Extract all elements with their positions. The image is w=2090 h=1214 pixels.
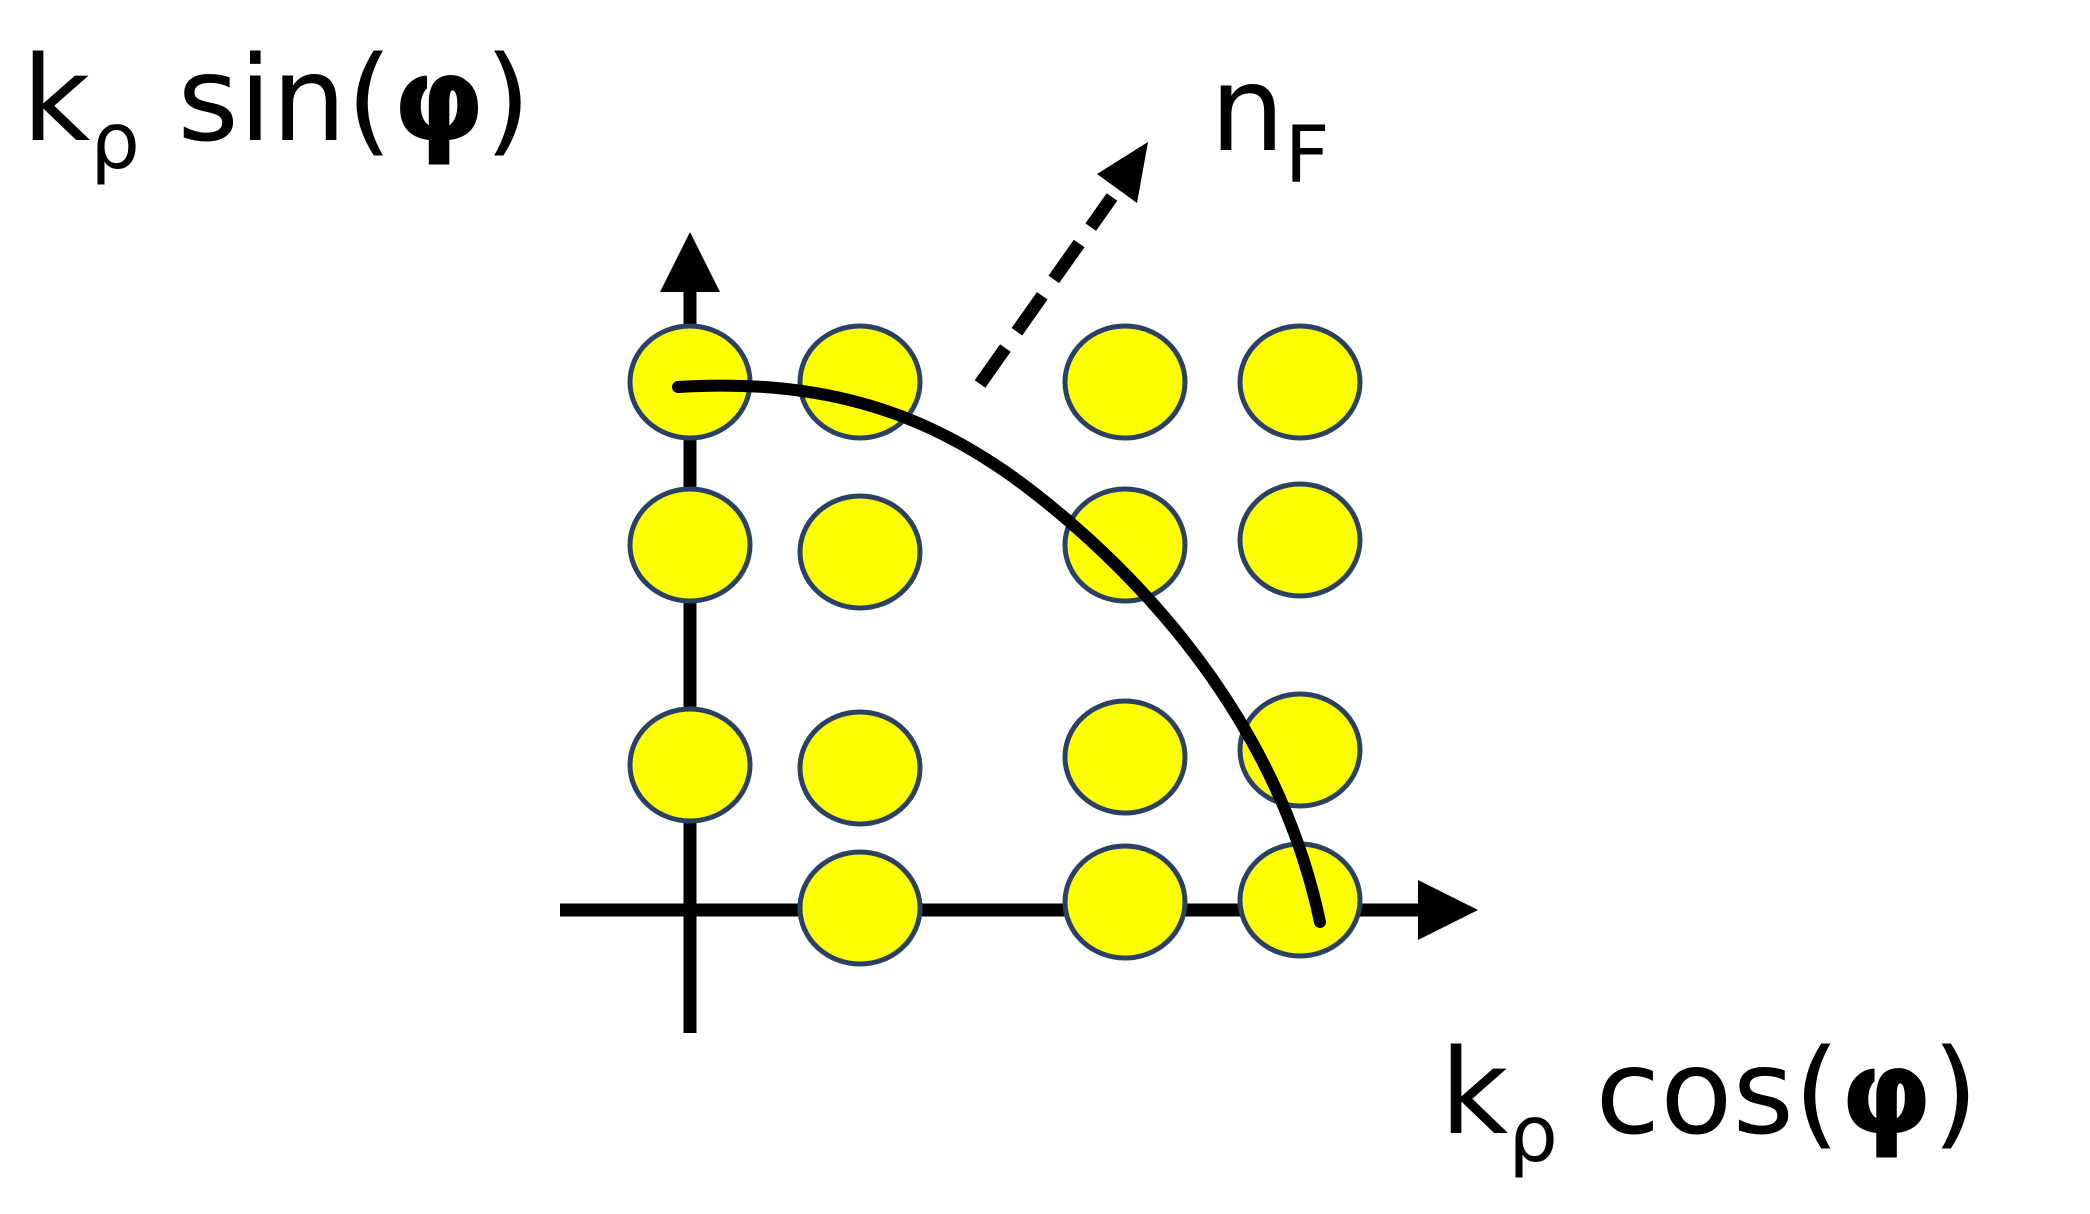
lattice-points [627, 323, 1363, 967]
lattice-point-14 [1062, 843, 1188, 961]
lattice-point-3 [1062, 323, 1188, 441]
lattice-point-4 [1237, 323, 1363, 441]
y-axis-label: kρ sin(φ) [22, 30, 531, 187]
y-axis-arrowhead [660, 232, 720, 292]
normal-vector-label: nF [1210, 40, 1330, 201]
x-axis-arrowhead [1418, 880, 1478, 940]
y-axis-label-close: ) [485, 30, 531, 168]
lattice-point-5 [627, 486, 753, 604]
normal-vector-arrow [974, 142, 1148, 388]
lattice-point-7 [1062, 486, 1188, 604]
lattice-point-13 [797, 849, 923, 967]
lattice-point-11 [1062, 698, 1188, 816]
normal-vector-label-n: n [1210, 40, 1285, 178]
y-axis-label-phi: φ [392, 30, 484, 168]
y-axis-label-func: sin( [140, 30, 393, 168]
x-axis-label-func: cos( [1558, 1023, 1840, 1161]
normal-vector-label-subscript: F [1285, 111, 1330, 201]
lattice-point-6 [797, 493, 923, 611]
x-axis-label-close: ) [1932, 1023, 1978, 1161]
x-axis-label-k: k [1440, 1023, 1508, 1161]
x-axis-label-subscript: ρ [1508, 1090, 1558, 1180]
x-axis-label: kρ cos(φ) [1440, 1023, 1978, 1180]
y-axis-label-k: k [22, 30, 90, 168]
lattice-point-8 [1237, 481, 1363, 599]
lattice-point-10 [797, 709, 923, 827]
x-axis-label-phi: φ [1840, 1023, 1932, 1161]
lattice-point-9 [627, 706, 753, 824]
fermi-surface-arc [672, 379, 1326, 928]
y-axis-label-subscript: ρ [90, 97, 140, 187]
normal-vector-dashed-line [974, 193, 1118, 388]
normal-vector-arrowhead [1097, 142, 1148, 203]
